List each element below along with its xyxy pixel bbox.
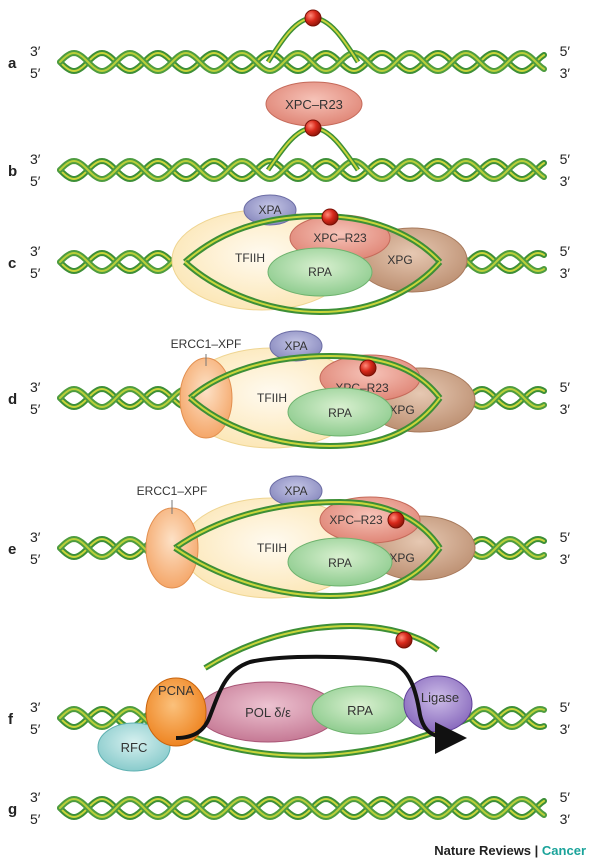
strand-end-label-end-bottom-left: 5′ <box>30 173 41 189</box>
xpg-label-c: XPG <box>387 253 412 267</box>
strand-end-label-end-top-right: 5′ <box>560 43 571 59</box>
bubble-d <box>187 352 443 450</box>
strand-end-label-end-bottom-left: 5′ <box>30 401 41 417</box>
strand-end-label-end-bottom-left: 5′ <box>30 721 41 737</box>
synthesis-arrow <box>175 654 467 754</box>
lesion-b <box>304 119 322 137</box>
strand-end-label-end-top-left: 3′ <box>30 43 41 59</box>
rpa-protein-d <box>287 387 393 437</box>
panel-e: TFIIH ERCC1–XPF XPG XPC–R23 RPA XPA <box>57 475 547 600</box>
panel-label-f: f <box>8 711 14 728</box>
strand-end-label-end-top-left: 3′ <box>30 529 41 545</box>
rfc-protein <box>97 722 171 772</box>
panel-label-e: e <box>8 541 16 558</box>
strand-end-label-end-top-right: 5′ <box>560 529 571 545</box>
lesion-e <box>387 511 405 529</box>
strand-end-label-end-bottom-left: 5′ <box>30 551 41 567</box>
panel-d: TFIIH ERCC1–XPF XPG XPC–R23 RPA XPA <box>57 330 547 450</box>
xpg-label-e: XPG <box>389 551 414 565</box>
journal-name: Cancer <box>541 843 586 858</box>
panel-label-b: b <box>8 163 17 180</box>
pcna-label: PCNA <box>158 683 194 698</box>
ercc1-xpf-protein-e <box>145 507 199 589</box>
strand-end-label-end-bottom-left: 5′ <box>30 265 41 281</box>
panel-label-c: c <box>8 255 16 272</box>
dna-helix-f-right <box>467 705 547 731</box>
credit-separator: | <box>531 843 542 858</box>
lesion-c <box>321 208 339 226</box>
ercc1-label-e: ERCC1–XPF <box>137 484 208 498</box>
strand-end-label-end-bottom-left: 5′ <box>30 65 41 81</box>
rpa-label-c: RPA <box>308 265 332 279</box>
dna-helix-a <box>57 49 547 75</box>
dna-helix-c <box>57 249 187 275</box>
rpa-label-d: RPA <box>328 406 352 420</box>
strand-end-label-end-bottom-right: 3′ <box>560 811 571 827</box>
strand-end-label-end-bottom-right: 3′ <box>560 551 571 567</box>
strand-end-label-end-top-left: 3′ <box>30 379 41 395</box>
strand-end-label-end-top-right: 5′ <box>560 699 571 715</box>
rfc-label: RFC <box>121 740 148 755</box>
panel-label-a: a <box>8 55 17 72</box>
strand-end-label-end-bottom-right: 3′ <box>560 401 571 417</box>
strand-end-label-end-top-left: 3′ <box>30 243 41 259</box>
strand-end-label-end-bottom-right: 3′ <box>560 265 571 281</box>
tfiih-label-c: TFIIH <box>235 251 265 265</box>
strand-end-label-end-top-right: 5′ <box>560 243 571 259</box>
xpc-label-b: XPC–R23 <box>285 97 343 112</box>
panel-label-d: d <box>8 391 17 408</box>
strand-end-label-end-top-left: 3′ <box>30 789 41 805</box>
rpa-protein-c <box>267 247 373 297</box>
panel-label-g: g <box>8 801 17 818</box>
dna-helix-b <box>57 157 547 183</box>
pcna-protein <box>145 677 207 747</box>
panel-labels: a 3′ 5′ 5′ 3′ b 3′ 5′ 5′ 3′ c 3′ 5′ 5′ 3′ d 3′ 5′ 5′ 3′ e 3′ 5… <box>8 43 570 827</box>
dna-helix-g <box>57 795 547 821</box>
strand-end-label-end-bottom-right: 3′ <box>560 173 571 189</box>
bubble-e <box>173 498 443 600</box>
panel-g <box>57 795 547 821</box>
lesion-f <box>395 631 413 649</box>
xpg-label-d: XPG <box>389 403 414 417</box>
strand-end-label-end-bottom-right: 3′ <box>560 721 571 737</box>
strand-end-label-end-top-right: 5′ <box>560 151 571 167</box>
strand-end-label-end-top-right: 5′ <box>560 379 571 395</box>
strand-end-label-end-bottom-left: 5′ <box>30 811 41 827</box>
strand-end-label-end-top-right: 5′ <box>560 789 571 805</box>
publisher-name: Nature Reviews <box>434 843 532 858</box>
panel-f: RFC POL δ/ε RPA PCNA Ligase <box>57 622 547 772</box>
dna-helix-d <box>57 385 193 411</box>
rpa-protein-e <box>287 537 393 587</box>
ercc1-label-d: ERCC1–XPF <box>171 337 242 351</box>
xpa-label-c: XPA <box>258 203 281 217</box>
publisher-credit: Nature Reviews | Cancer <box>434 843 586 858</box>
tfiih-label-d: TFIIH <box>257 391 287 405</box>
excised-oligo <box>203 622 440 671</box>
xpc-label-c: XPC–R23 <box>313 231 367 245</box>
xpa-protein-d <box>269 330 323 362</box>
lesion-a <box>304 9 322 27</box>
strand-end-label-end-top-left: 3′ <box>30 151 41 167</box>
rpa-label-e: RPA <box>328 556 352 570</box>
ligase-label: Ligase <box>421 690 459 705</box>
pol-label: POL δ/ε <box>245 705 291 720</box>
lesion-d <box>359 359 377 377</box>
tfiih-label-e: TFIIH <box>257 541 287 555</box>
bubble-c <box>182 212 443 316</box>
panel-a <box>57 9 547 75</box>
panel-c: TFIIH XPG XPC–R23 RPA XPA <box>57 194 547 316</box>
panel-b: XPC–R23 <box>57 81 547 183</box>
xpc-label-e: XPC–R23 <box>329 513 383 527</box>
rpa-label-f: RPA <box>347 703 373 718</box>
xpa-label-d: XPA <box>284 339 307 353</box>
xpa-label-e: XPA <box>284 484 307 498</box>
strand-end-label-end-top-left: 3′ <box>30 699 41 715</box>
ercc1-xpf-protein-d <box>179 357 233 439</box>
strand-end-label-end-bottom-right: 3′ <box>560 65 571 81</box>
